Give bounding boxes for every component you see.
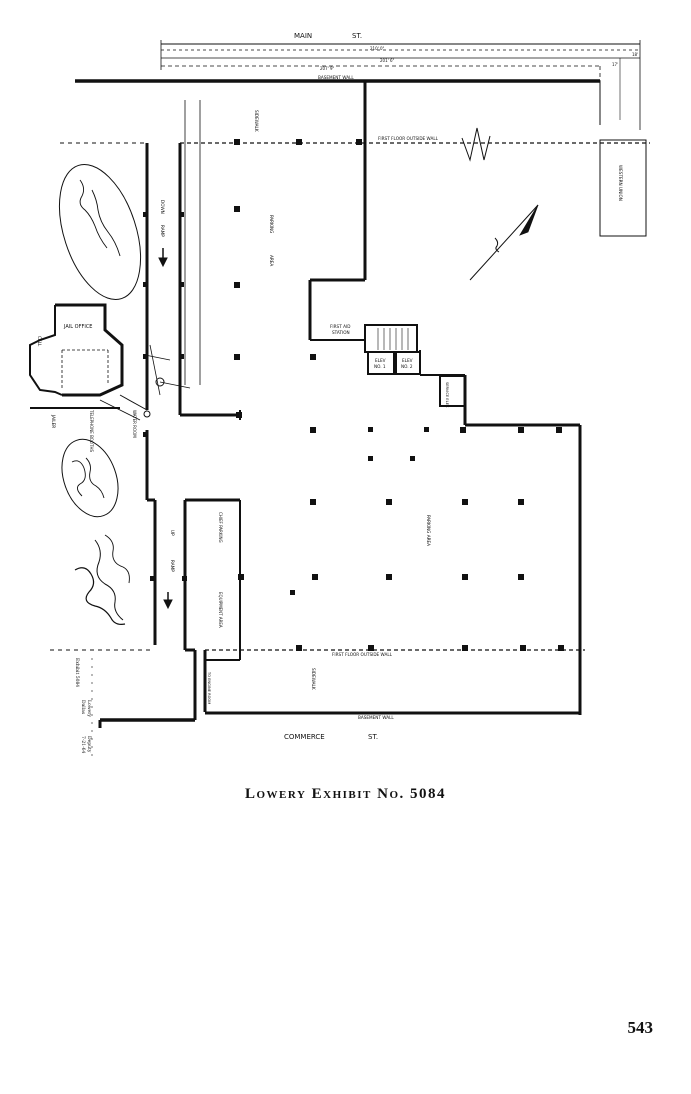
sidewalk-bottom-label: SIDEWALK — [311, 668, 316, 690]
elev2-label-b: NO. 2 — [401, 364, 413, 369]
street-main-label: MAIN — [294, 32, 312, 40]
first-floor-outside-wall-bottom-label: FIRST FLOOR OUTSIDE WALL — [332, 652, 393, 657]
elev2-label-a: ELEV — [402, 358, 413, 363]
elev1-label-b: NO. 1 — [374, 364, 386, 369]
parking-area-upper-label-b: AREA — [269, 255, 274, 266]
margin-note-5: 7-21-64 — [80, 736, 86, 753]
basement-wall-bottom-label: BASEMENT WALL — [358, 715, 394, 720]
jail-office-label: JAIL OFFICE — [63, 324, 92, 330]
sidewalk-top-label: SIDEWALK — [254, 110, 259, 132]
dimension-label-4: 18' — [632, 52, 638, 57]
page-number: 543 — [627, 1018, 654, 1037]
elev1-label-a: ELEV — [375, 358, 386, 363]
dimension-label-2: 201' 6" — [380, 58, 395, 63]
dimension-label-3: 207' 9" — [320, 66, 335, 71]
up-ramp-label: UP — [170, 530, 175, 536]
equipment-area-label: EQUIPMENT AREA — [218, 592, 223, 628]
street-commerce-label: COMMERCE — [284, 733, 325, 741]
parking-area-lower-label: PARKING AREA — [426, 515, 431, 546]
water-room-label: WATER ROOM — [132, 410, 137, 438]
margin-note-2: Lowery — [86, 700, 92, 717]
dimension-label-1: 210' 0" — [370, 46, 385, 51]
cell-label: CELL — [37, 336, 42, 347]
parking-area-upper-label-a: PARKING — [269, 215, 274, 233]
chief-parking-label: CHIEF PARKING — [218, 512, 223, 543]
dimension-label-5: 17' — [612, 62, 618, 67]
first-aid-label-a: FIRST AID — [330, 324, 350, 329]
telephone-booths-label: TELEPHONE BOOTHS — [89, 409, 94, 453]
first-floor-outside-wall-top-label: FIRST FLOOR OUTSIDE WALL — [378, 136, 439, 141]
floor-plan-diagram: MAIN ST. 210' 0" 201' 6" 207' 9" 18' 17'… — [29, 32, 650, 760]
street-main-suffix: ST. — [352, 32, 362, 40]
basement-wall-top-label: BASEMENT WALL — [318, 75, 354, 80]
down-ramp-label: DOWN — [160, 200, 165, 214]
margin-note-3: Dallas — [80, 700, 86, 715]
street-commerce-suffix: ST. — [368, 733, 378, 741]
jailer-label: JAILER — [51, 414, 56, 428]
first-aid-label-b: STATION — [332, 330, 350, 335]
to-engine-room-label: TO ENGINE ROOM — [207, 671, 211, 704]
service-elev-label: SERVICE ELEV. — [445, 382, 449, 408]
western-union-label: WESTERN UNION — [618, 165, 623, 201]
margin-note-4: Deputy — [86, 736, 92, 753]
exhibit-caption: Lowery Exhibit No. 5084 — [244, 786, 447, 802]
ramp-top-label: RAMP — [160, 225, 165, 237]
margin-note-1: Exhibit 5084 — [74, 658, 80, 687]
ramp-bottom-label: RAMP — [170, 560, 175, 572]
